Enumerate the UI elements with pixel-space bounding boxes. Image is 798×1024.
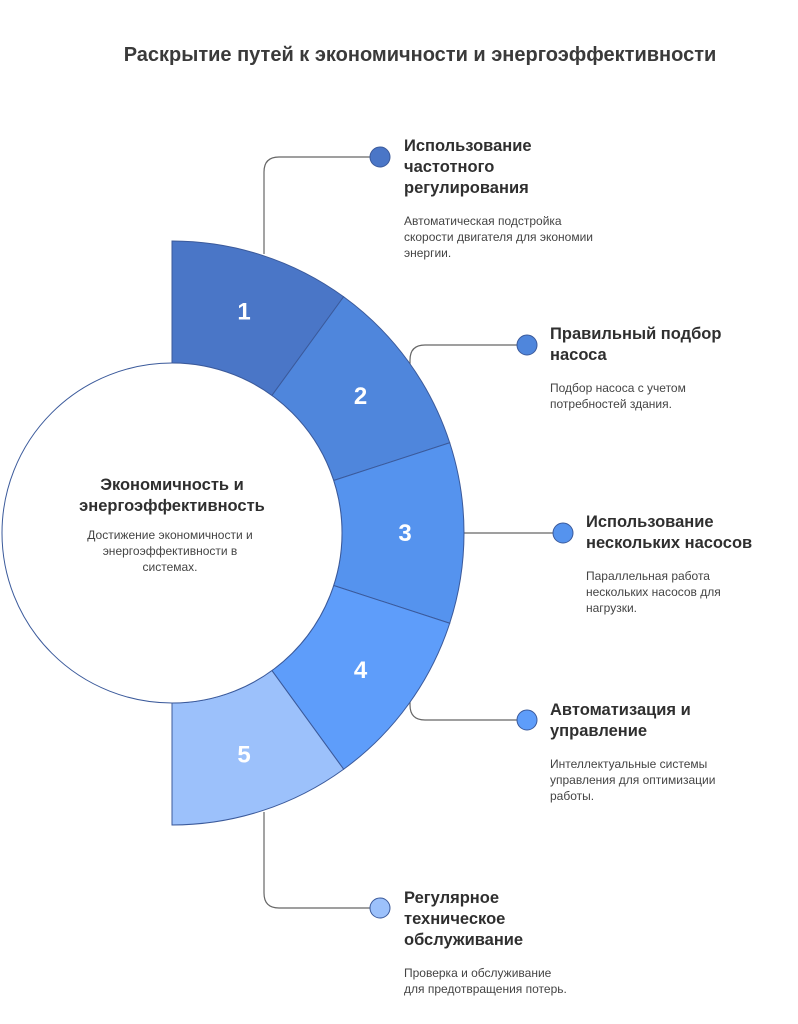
connector-5: [263, 812, 380, 909]
step-4-description: Интеллектуальные системы управления для …: [550, 757, 716, 803]
connector-1: [263, 156, 380, 254]
step-3-description: Параллельная работа нескольких насосов д…: [586, 569, 721, 615]
step-2-block: Правильный подбор насоса Подбор насоса с…: [550, 324, 750, 412]
segment-number-4: 4: [354, 657, 368, 684]
marker-dot-1: [369, 146, 391, 168]
connector-lines: [263, 156, 563, 909]
step-3-title: Использование нескольких насосов: [586, 513, 753, 552]
connector-2: [409, 344, 527, 390]
step-5-block: Регулярное техническое обслуживание Пров…: [404, 888, 574, 997]
step-5-description: Проверка и обслуживание для предотвращен…: [404, 966, 567, 996]
center-circle: [1, 362, 343, 704]
step-1-block: Использование частотного регулирования А…: [404, 136, 604, 261]
marker-dots: [369, 146, 574, 919]
step-2-description: Подбор насоса с учетом потребностей здан…: [550, 381, 686, 411]
step-3-block: Использование нескольких насосов Паралле…: [586, 512, 756, 616]
marker-dot-5: [369, 897, 391, 919]
segment-number-1: 1: [237, 298, 250, 325]
marker-dot-2: [516, 334, 538, 356]
segment-number-2: 2: [354, 383, 367, 410]
segment-number-5: 5: [237, 742, 250, 769]
connector-4: [409, 676, 527, 721]
step-1-title: Использование частотного регулирования: [404, 137, 532, 197]
center-description: Достижение экономичности и энергоэффекти…: [87, 528, 253, 574]
page-title: Раскрытие путей к экономичности и энерго…: [123, 44, 717, 66]
marker-dot-4: [516, 709, 538, 731]
ring-segments: 1 2 3 4 5: [171, 240, 465, 826]
center-title: Экономичность и энергоэффективность: [79, 476, 265, 515]
step-2-title: Правильный подбор насоса: [550, 325, 722, 364]
step-1-description: Автоматическая подстройка скорости двига…: [404, 214, 593, 260]
segment-number-3: 3: [398, 520, 411, 547]
step-4-block: Автоматизация и управление Интеллектуаль…: [550, 700, 750, 804]
step-4-title: Автоматизация и управление: [550, 701, 691, 740]
step-5-title: Регулярное техническое обслуживание: [404, 889, 524, 949]
marker-dot-3: [552, 522, 574, 544]
